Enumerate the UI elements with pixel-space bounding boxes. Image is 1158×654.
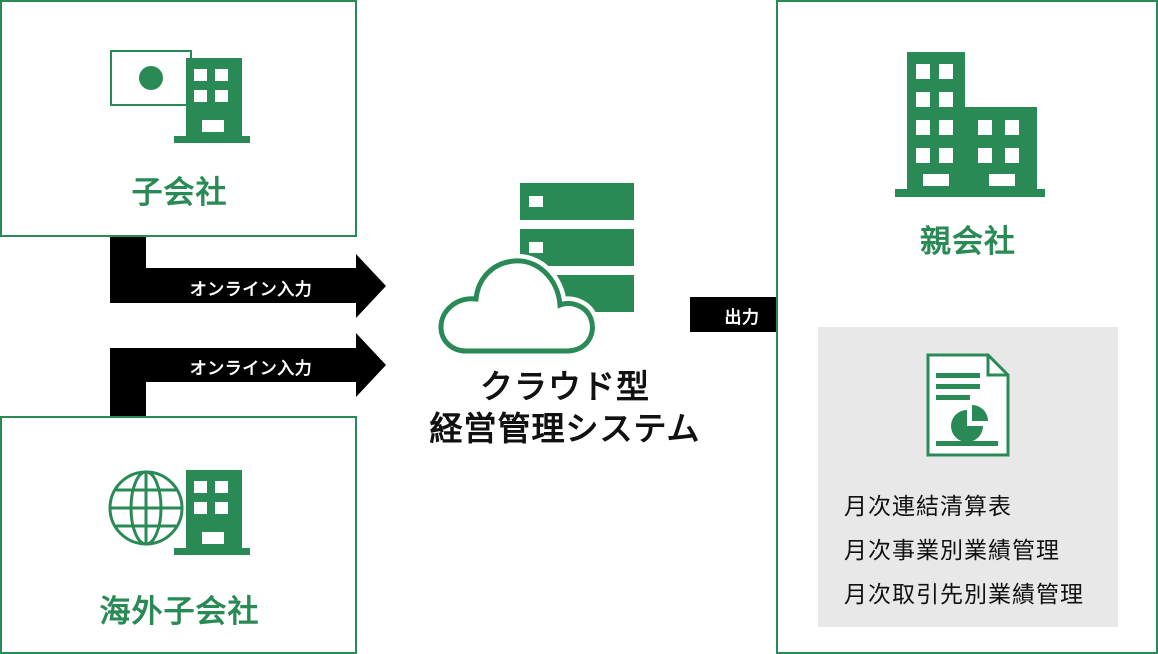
input-arrow-bottom-label: オンライン入力 xyxy=(189,359,313,379)
report-item: 月次連結清算表 xyxy=(844,494,1012,520)
parent-company-label: 親会社 xyxy=(920,224,1016,260)
cloud-server-icon xyxy=(433,183,634,358)
building-icon xyxy=(174,470,250,555)
report-item: 月次取引先別業績管理 xyxy=(844,582,1084,608)
system-label: クラウド型 経営管理システム xyxy=(400,366,730,450)
input-arrow-top xyxy=(110,236,386,318)
system-label-line2: 経営管理システム xyxy=(429,409,701,448)
building-icon xyxy=(174,58,250,143)
input-arrow-bottom xyxy=(110,333,386,418)
overseas-subsidiary-box: 海外子会社 xyxy=(0,416,357,654)
input-arrow-top-label: オンライン入力 xyxy=(189,280,313,300)
report-item: 月次事業別業績管理 xyxy=(844,538,1060,564)
subsidiary-box: 子会社 xyxy=(0,0,357,237)
large-building-icon xyxy=(895,52,1045,197)
parent-company-box: 親会社 月次連結清算表 月次事業別業績管理 月次取引先別業績管理 xyxy=(776,0,1158,654)
report-panel: 月次連結清算表 月次事業別業績管理 月次取引先別業績管理 xyxy=(818,327,1118,627)
overseas-subsidiary-label: 海外子会社 xyxy=(99,594,260,630)
globe-icon xyxy=(108,470,184,546)
japan-flag-icon xyxy=(110,50,192,106)
document-chart-icon xyxy=(926,353,1010,457)
subsidiary-label: 子会社 xyxy=(131,175,228,211)
output-arrow-label: 出力 xyxy=(724,308,760,328)
system-label-line1: クラウド型 xyxy=(480,367,650,406)
